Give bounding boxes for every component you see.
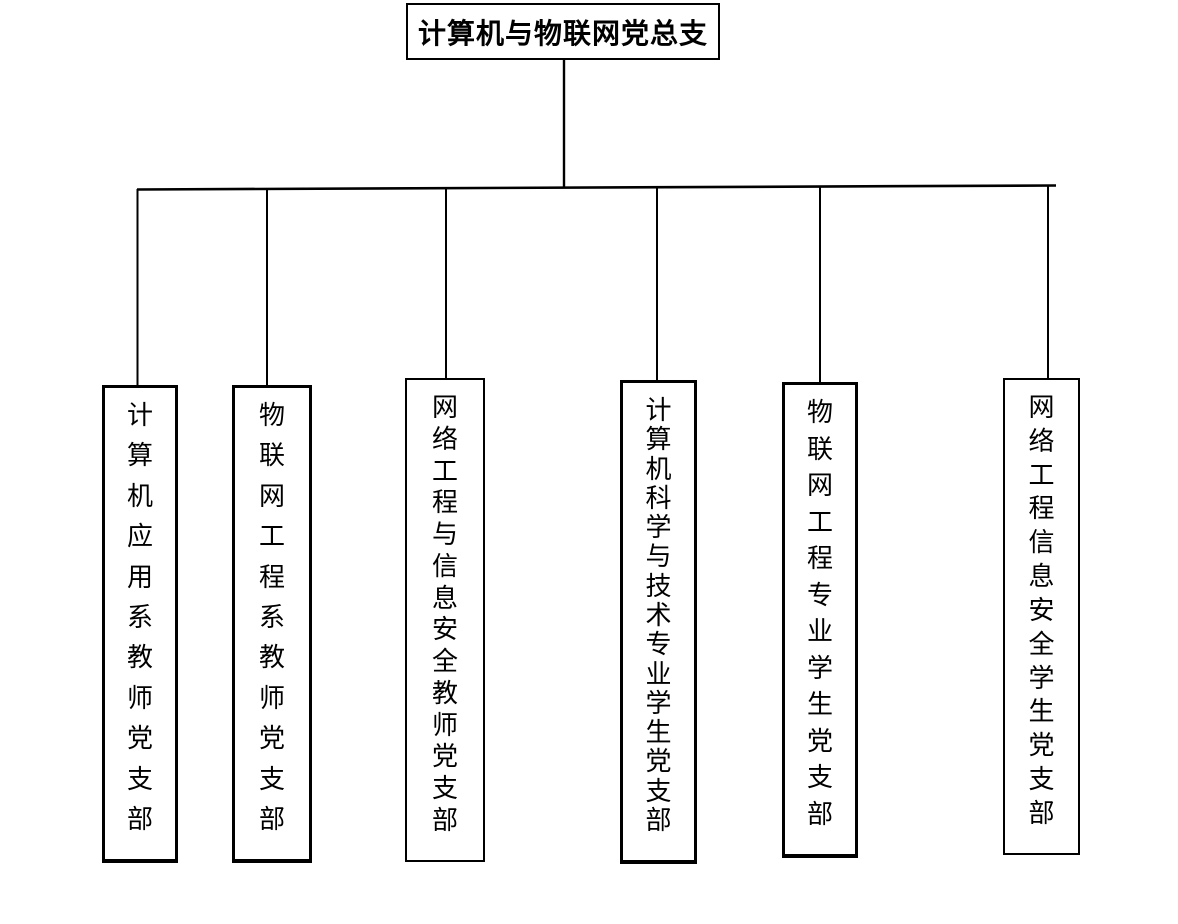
org-box-root-label: 计算机与物联网党总支 (417, 18, 708, 50)
org-box-branch-6: 网络工程信息安全学生党支部 (1003, 378, 1080, 855)
org-box-branch-1: 计算机应用系教师党支部 (102, 385, 178, 863)
org-box-branch-2: 物联网工程系教师党支部 (232, 385, 312, 863)
org-box-branch-4: 计算机科学与技术专业学生党支部 (620, 380, 697, 864)
org-box-branch-3-label: 网络工程与信息安全教师党支部 (431, 393, 458, 835)
org-box-branch-4-label: 计算机科学与技术专业学生党支部 (645, 396, 672, 835)
org-box-branch-2-label: 物联网工程系教师党支部 (258, 401, 285, 834)
org-box-branch-3: 网络工程与信息安全教师党支部 (405, 378, 485, 862)
connector-rail (136, 184, 1057, 191)
org-box-branch-5-label: 物联网工程专业学生党支部 (806, 398, 833, 829)
org-box-root: 计算机与物联网党总支 (406, 3, 720, 60)
org-box-branch-1-label: 计算机应用系教师党支部 (126, 401, 153, 834)
org-box-branch-5: 物联网工程专业学生党支部 (782, 382, 858, 858)
org-box-branch-6-label: 网络工程信息安全学生党支部 (1028, 393, 1055, 828)
